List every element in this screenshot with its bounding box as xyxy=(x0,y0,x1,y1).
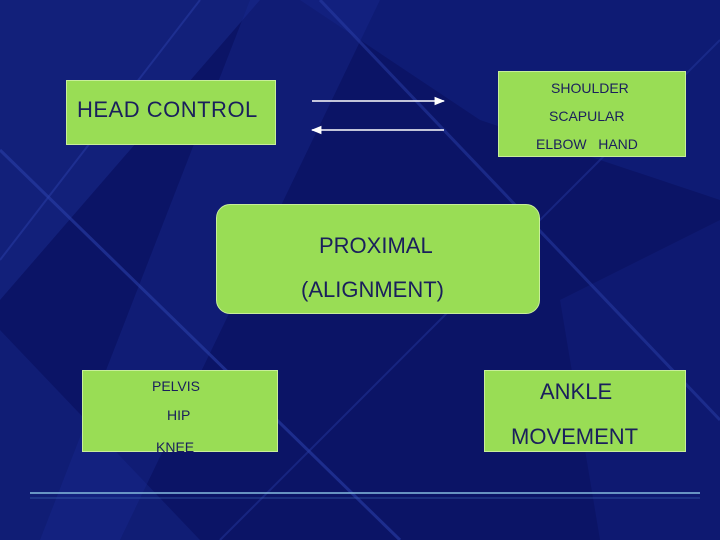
ankle-box: ANKLE MOVEMENT xyxy=(484,370,686,452)
proximal-box: PROXIMAL (ALIGNMENT) xyxy=(216,204,540,314)
proximal-label: PROXIMAL xyxy=(319,233,433,258)
scapular-label: SCAPULAR xyxy=(549,108,625,124)
head-control-box: HEAD CONTROL xyxy=(66,80,276,145)
shoulder-label: SHOULDER xyxy=(551,80,629,96)
alignment-label: (ALIGNMENT) xyxy=(301,277,444,302)
ankle-label: ANKLE xyxy=(540,379,613,404)
pelvis-label: PELVIS xyxy=(152,378,200,394)
pelvis-box: PELVIS HIP KNEE xyxy=(82,370,278,455)
hip-label: HIP xyxy=(167,407,191,423)
head-control-label: HEAD CONTROL xyxy=(77,97,258,122)
movement-label: MOVEMENT xyxy=(511,424,639,449)
knee-label: KNEE xyxy=(156,439,195,455)
shoulder-box: SHOULDER SCAPULAR ELBOW HAND xyxy=(498,71,686,157)
elbow-hand-label: ELBOW HAND xyxy=(536,136,638,152)
